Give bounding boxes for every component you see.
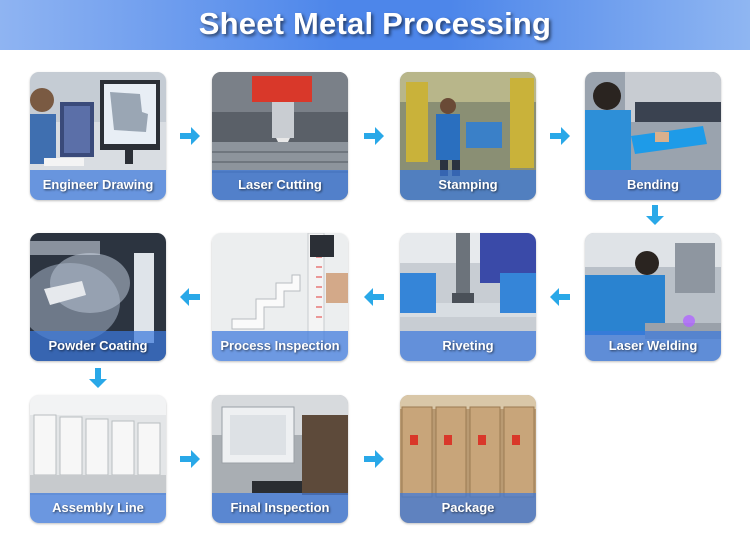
arrow-right-icon	[362, 124, 386, 148]
step-label: Stamping	[400, 170, 536, 200]
step-bending: Bending	[585, 72, 721, 200]
step-label: Bending	[585, 170, 721, 200]
arrow-left-icon	[362, 285, 386, 309]
arrow-right-icon	[178, 447, 202, 471]
step-engineer-drawing: Engineer Drawing	[30, 72, 166, 200]
arrow-down-icon	[643, 203, 667, 227]
arrow-left-icon	[178, 285, 202, 309]
step-label: Assembly Line	[30, 493, 166, 523]
step-assembly-line: Assembly Line	[30, 395, 166, 523]
step-label: Engineer Drawing	[30, 170, 166, 200]
step-label: Final Inspection	[212, 493, 348, 523]
arrow-down-icon	[86, 366, 110, 390]
arrow-right-icon	[362, 447, 386, 471]
step-label: Laser Cutting	[212, 170, 348, 200]
step-laser-welding: Laser Welding	[585, 233, 721, 361]
step-label: Powder Coating	[30, 331, 166, 361]
step-riveting: Riveting	[400, 233, 536, 361]
page-title: Sheet Metal Processing	[0, 0, 750, 50]
step-stamping: Stamping	[400, 72, 536, 200]
arrow-right-icon	[178, 124, 202, 148]
arrow-left-icon	[548, 285, 572, 309]
step-label: Process Inspection	[212, 331, 348, 361]
step-package: Package	[400, 395, 536, 523]
step-powder-coating: Powder Coating	[30, 233, 166, 361]
step-process-inspection: Process Inspection	[212, 233, 348, 361]
step-final-inspection: Final Inspection	[212, 395, 348, 523]
step-label: Package	[400, 493, 536, 523]
step-laser-cutting: Laser Cutting	[212, 72, 348, 200]
step-label: Laser Welding	[585, 331, 721, 361]
step-label: Riveting	[400, 331, 536, 361]
arrow-right-icon	[548, 124, 572, 148]
